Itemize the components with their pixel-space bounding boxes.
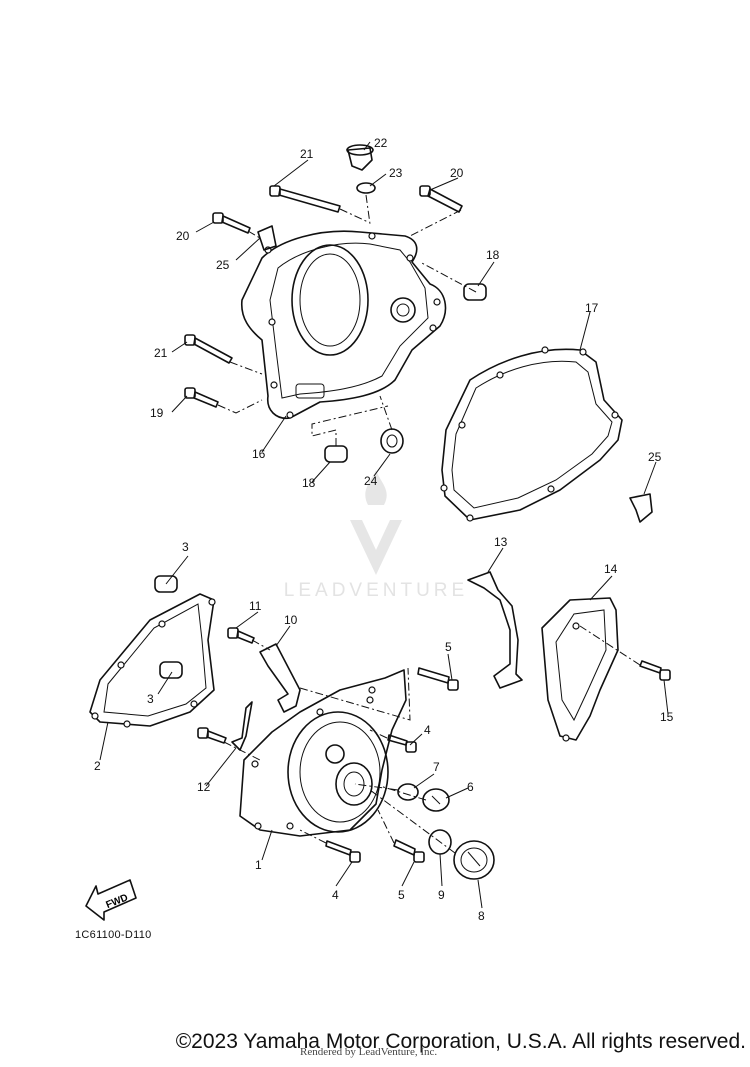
plug-6 (422, 788, 450, 812)
callout-18a: 18 (486, 248, 500, 262)
bolt-21-left (184, 334, 233, 364)
callout-21a: 21 (300, 147, 314, 161)
callout-16: 16 (252, 447, 266, 461)
reference-lines (217, 194, 641, 854)
bolt-4-upper (387, 734, 417, 753)
callout-7: 7 (433, 760, 440, 774)
callout-21b: 21 (154, 346, 168, 360)
bolt-5-upper (417, 667, 459, 691)
o-ring-23 (356, 182, 376, 194)
callout-25b: 25 (648, 450, 662, 464)
callout-14: 14 (604, 562, 618, 576)
callout-3a: 3 (182, 540, 189, 554)
dowel-18-right (463, 283, 487, 301)
bracket-10 (259, 643, 301, 713)
callout-6: 6 (467, 780, 474, 794)
fwd-arrow: FWD (85, 879, 137, 921)
leadventure-watermark: LEADVENTURE (284, 470, 468, 601)
bolt-20-right (419, 185, 463, 213)
cable-guide-13 (467, 571, 523, 689)
bolt-19 (184, 387, 219, 408)
clip-25-upper (257, 225, 277, 251)
bolt-11 (227, 627, 255, 644)
callout-3b: 3 (147, 692, 154, 706)
dowel-18-lower (324, 445, 348, 463)
callout-1: 1 (255, 858, 262, 872)
clip-25-right (629, 493, 653, 523)
watermark-text: LEADVENTURE (284, 580, 468, 601)
callout-12: 12 (197, 780, 211, 794)
callout-22: 22 (374, 136, 388, 150)
callout-17: 17 (585, 301, 599, 315)
crankcase-cover-1 (239, 669, 407, 837)
callout-8: 8 (478, 909, 485, 923)
callout-9: 9 (438, 888, 445, 902)
callout-4a: 4 (424, 723, 431, 737)
crankcase-cover-16 (240, 230, 447, 420)
bolt-5-lower (393, 839, 425, 863)
diagram-code: 1C61100-D110 (75, 929, 152, 941)
callout-10: 10 (284, 613, 298, 627)
callout-15: 15 (660, 710, 674, 724)
dowel-3-upper (154, 575, 178, 593)
callout-2: 2 (94, 759, 101, 773)
bolt-15 (639, 660, 671, 681)
copyright-text: ©2023 Yamaha Motor Corporation, U.S.A. A… (175, 1030, 746, 1053)
callout-11: 11 (249, 599, 262, 613)
callout-18b: 18 (302, 476, 316, 490)
callout-5b: 5 (398, 888, 405, 902)
o-ring-7 (397, 783, 419, 801)
bolt-21-top (269, 185, 341, 213)
plug-8 (453, 840, 495, 880)
callout-13: 13 (494, 535, 508, 549)
oil-filler-cap-22 (346, 144, 374, 171)
callout-4b: 4 (332, 888, 339, 902)
fwd-label: FWD (104, 892, 129, 911)
bolt-20-left (212, 212, 251, 234)
bolt-4-lower (325, 840, 361, 863)
dowel-3-lower (159, 661, 183, 679)
callout-23: 23 (389, 166, 403, 180)
callout-20a: 20 (450, 166, 464, 180)
oil-seal-24 (380, 428, 404, 454)
callouts: 1 2 3 3 4 4 5 5 6 7 8 9 10 11 12 13 14 1… (94, 136, 674, 923)
callout-19: 19 (150, 406, 164, 420)
callout-20b: 20 (176, 229, 190, 243)
callout-5a: 5 (445, 640, 452, 654)
leader-lines (99, 141, 669, 909)
callout-25a: 25 (216, 258, 230, 272)
rendered-by-credit: Rendered by LeadVenture, Inc. (300, 1046, 438, 1058)
gasket-2 (89, 593, 216, 728)
callout-24: 24 (364, 474, 378, 488)
gasket-17 (440, 346, 623, 522)
sprocket-cover-14 (541, 597, 619, 742)
copyright-notice: ©2023 Yamaha Motor Corporation, U.S.A. A… (0, 1030, 750, 1054)
